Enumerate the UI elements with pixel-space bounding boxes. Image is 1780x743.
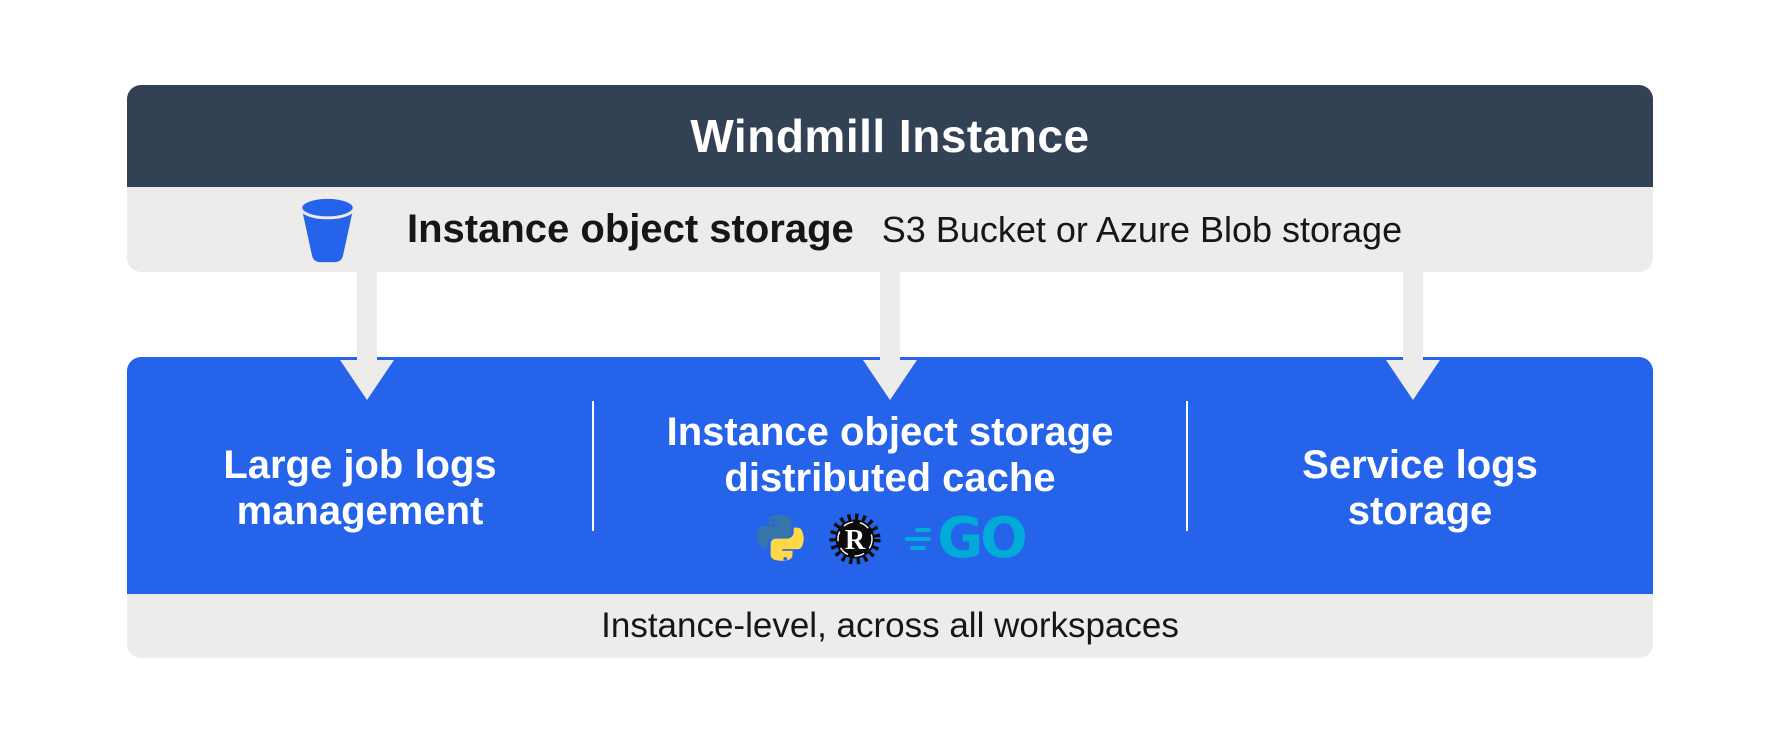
- arrow-head-icon: [863, 360, 917, 400]
- rust-letter: R: [845, 525, 866, 556]
- go-icon: GO: [905, 505, 1028, 571]
- s3-azure-subtitle: S3 Bucket or Azure Blob storage: [881, 208, 1403, 250]
- title-line: Large job logs: [223, 442, 497, 487]
- python-icon: [757, 514, 804, 561]
- arrow-to-service-logs: [1386, 272, 1440, 400]
- title-line: distributed cache: [724, 455, 1056, 500]
- section-divider: [1186, 401, 1188, 531]
- arrow-shaft: [357, 272, 377, 362]
- title-line: Instance object storage: [666, 409, 1114, 454]
- title-line: storage: [1347, 488, 1493, 533]
- section-title: Large job logs management: [223, 442, 496, 534]
- arrow-shaft: [880, 272, 900, 362]
- windmill-instance-header: Windmill Instance: [127, 85, 1653, 187]
- rust-icon: R: [829, 513, 881, 564]
- bucket-icon: [299, 195, 356, 262]
- language-icons-row: R GO: [755, 505, 1028, 571]
- title-line: Service logs: [1302, 442, 1538, 487]
- instance-object-storage-bar: Instance object storage S3 Bucket or Azu…: [127, 187, 1653, 272]
- section-service-logs: Service logs storage: [1187, 357, 1653, 594]
- arrow-head-icon: [1386, 360, 1440, 400]
- instance-level-footer: Instance-level, across all workspaces: [127, 594, 1653, 658]
- arrow-to-distributed-cache: [863, 272, 917, 400]
- section-distributed-cache: Instance object storage distributed cach…: [593, 357, 1187, 594]
- section-divider: [592, 401, 594, 531]
- instance-card: Windmill Instance Instance object storag…: [127, 85, 1653, 272]
- go-speed-lines: [905, 527, 932, 550]
- footer-label: Instance-level, across all workspaces: [601, 606, 1179, 645]
- go-wordmark: GO: [937, 505, 1028, 571]
- title-line: management: [236, 488, 484, 533]
- windmill-instance-title: Windmill Instance: [690, 110, 1090, 162]
- storage-usages-card: Large job logs management Instance objec…: [127, 357, 1653, 658]
- section-title: Instance object storage distributed cach…: [667, 409, 1114, 501]
- instance-object-storage-label: Instance object storage: [407, 207, 854, 251]
- section-title: Service logs storage: [1302, 442, 1538, 534]
- arrow-shaft: [1403, 272, 1423, 362]
- arrow-head-icon: [340, 360, 394, 400]
- section-large-job-logs: Large job logs management: [127, 357, 593, 594]
- arrow-to-large-job-logs: [340, 272, 394, 400]
